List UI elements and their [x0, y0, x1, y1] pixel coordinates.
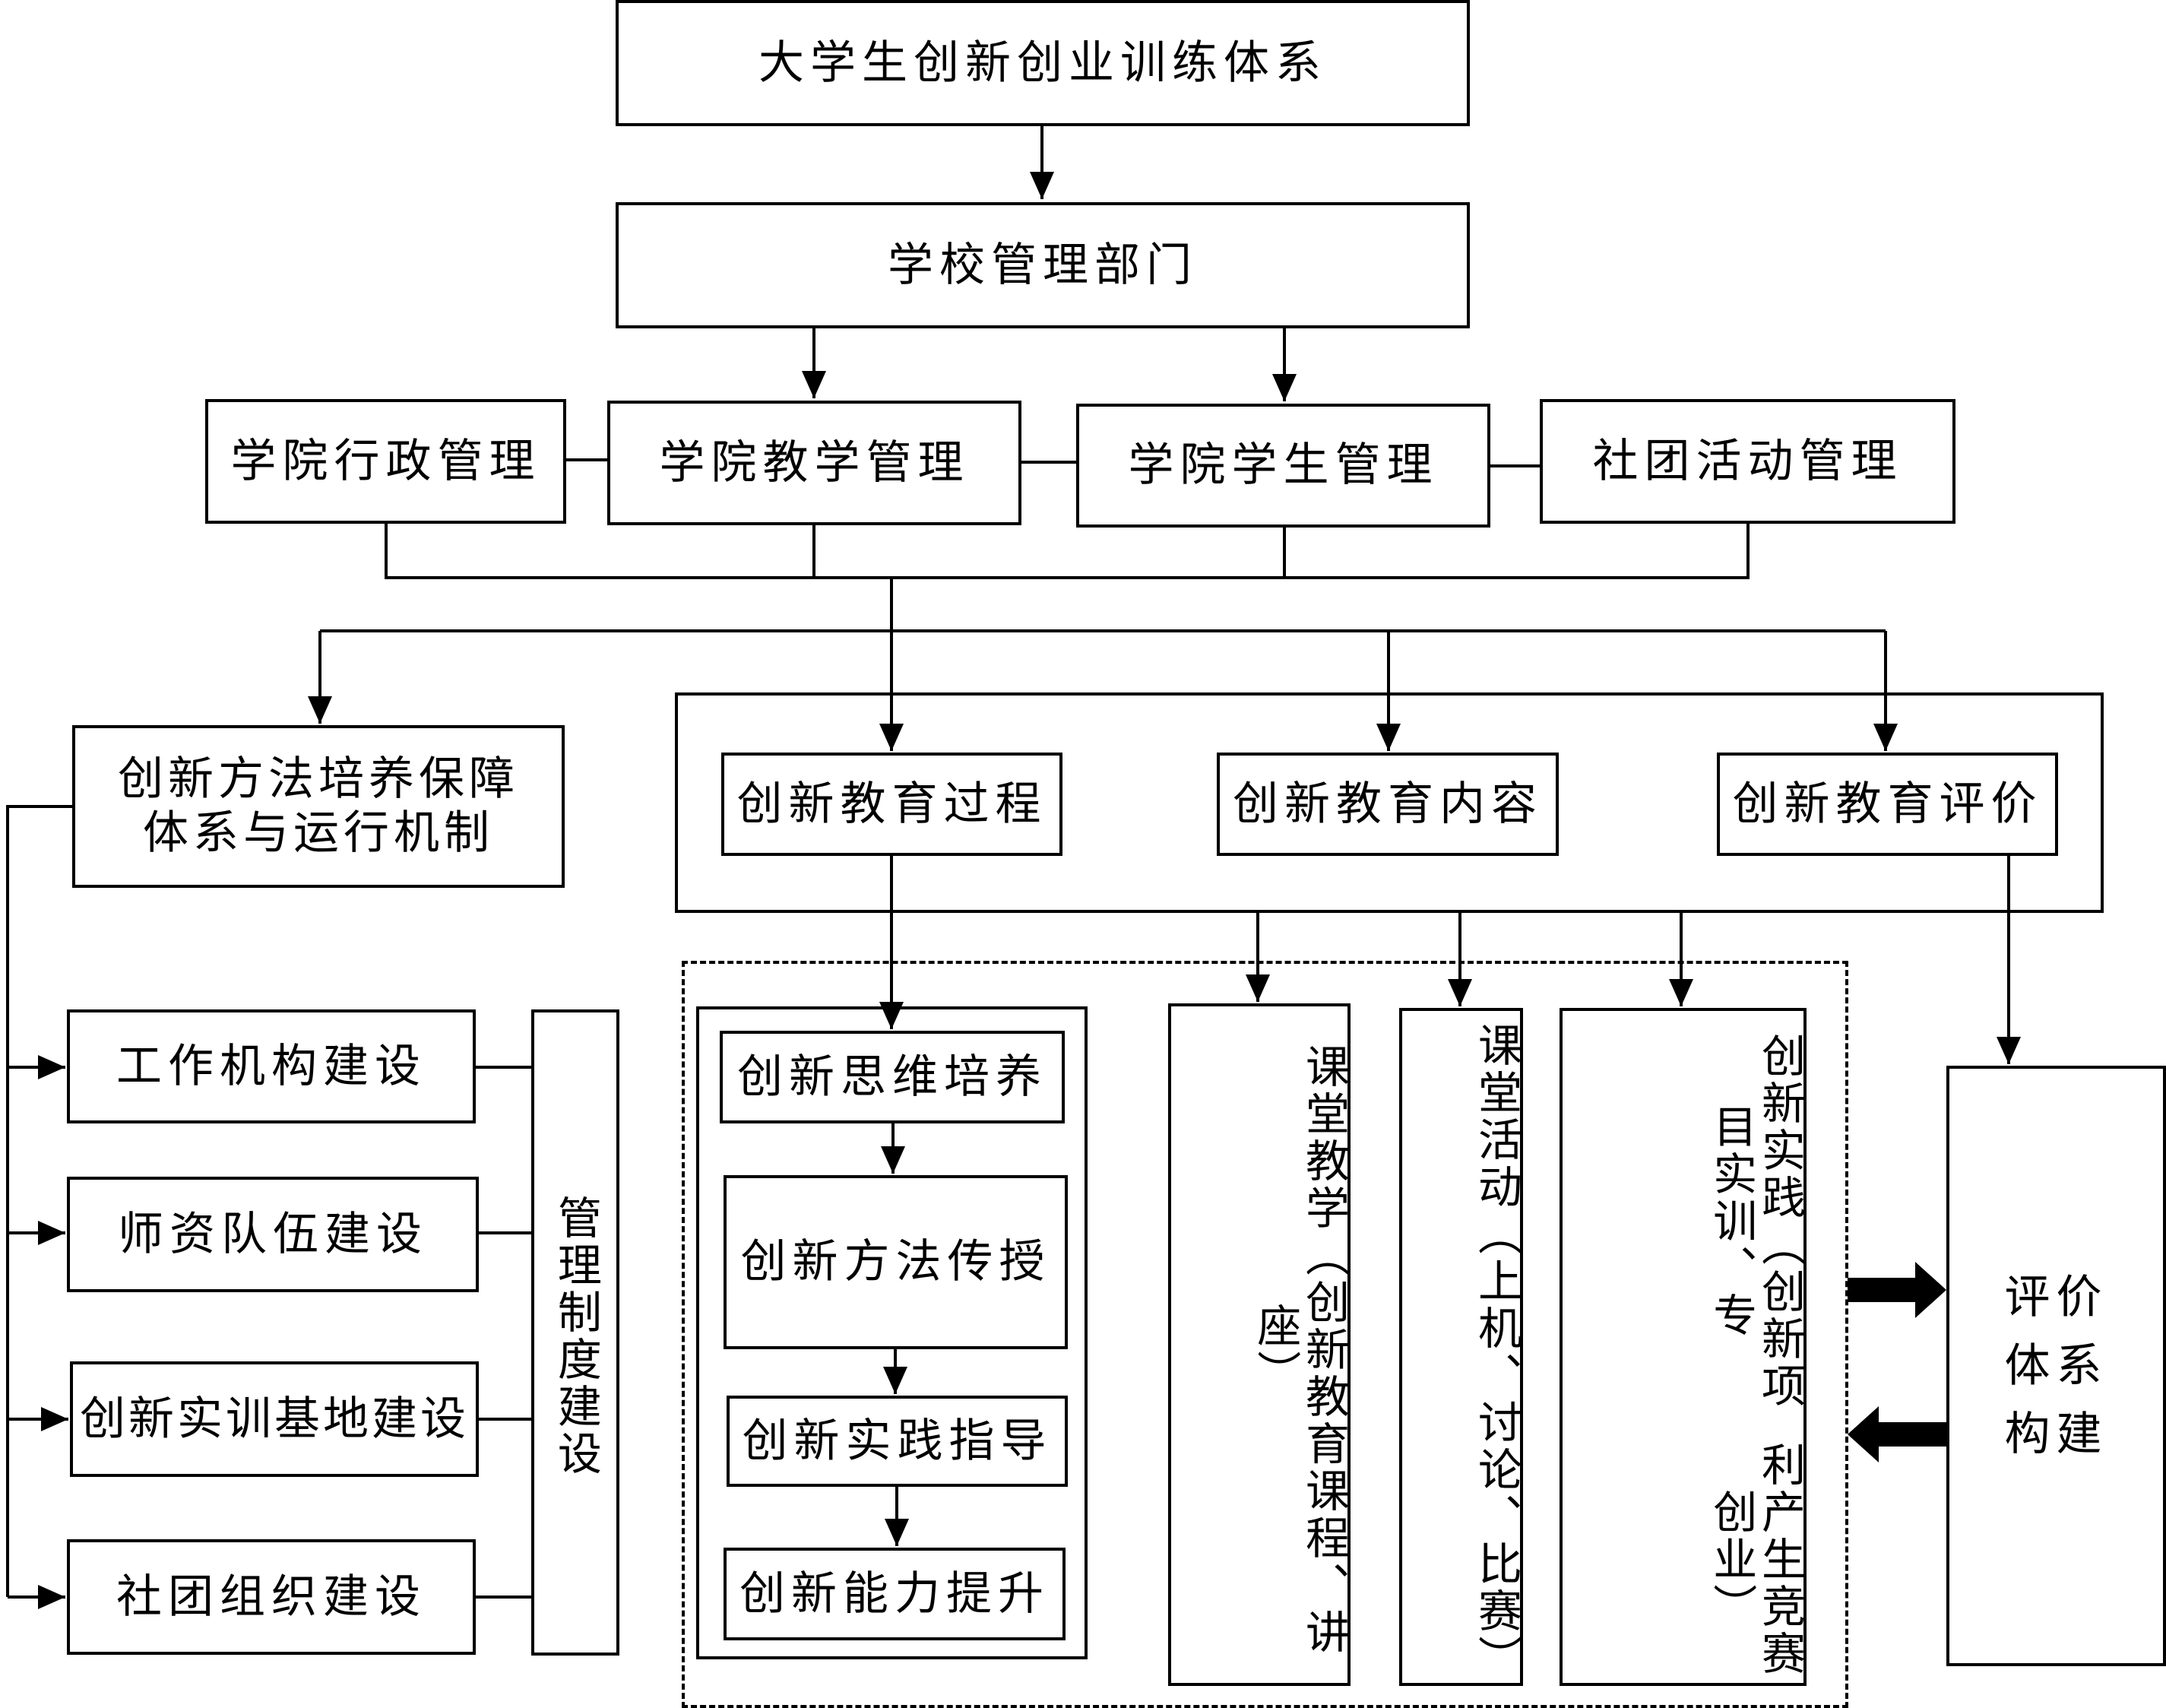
practice-text-col1: 创新实践（创新项目实训、专: [1705, 1033, 1806, 1411]
process-step-practice: 创新实践指导: [727, 1396, 1068, 1487]
evaluation-system-line3: 构建: [2004, 1408, 2108, 1461]
process-steps-frame: [696, 1006, 1088, 1659]
content-classroom-teaching: 课堂教学（创新教育课程、讲座）: [1168, 1003, 1351, 1686]
education-content-box: 创新教育内容: [1217, 753, 1559, 856]
school-management-box: 学校管理部门: [616, 202, 1470, 328]
content-classroom-activity: 课堂活动（上机、讨论、比赛）: [1399, 1008, 1523, 1686]
guarantee-item-club-organization: 社团组织建设: [67, 1539, 476, 1655]
evaluation-system-line1: 评价: [2004, 1271, 2108, 1324]
education-frame: [675, 692, 2104, 913]
thick-arrow-left: [1848, 1406, 1946, 1462]
practice-dashed-area: [682, 961, 1848, 1708]
management-system-box: 管理制度建设: [531, 1009, 619, 1656]
guarantee-label-line2: 体系与运行机制: [143, 806, 494, 860]
college-bus: [385, 523, 1750, 579]
college-teaching-box: 学院教学管理: [607, 401, 1021, 525]
college-student-box: 学院学生管理: [1076, 404, 1490, 528]
education-evaluation-box: 创新教育评价: [1717, 753, 2058, 856]
guarantee-item-teaching-staff: 师资队伍建设: [67, 1177, 479, 1292]
content-innovation-practice: 创新实践（创新项目实训、专 利产生竞赛创业）: [1560, 1008, 1807, 1686]
club-activity-box: 社团活动管理: [1540, 399, 1955, 524]
evaluation-system-line2: 体系: [2004, 1339, 2108, 1393]
college-admin-box: 学院行政管理: [205, 399, 566, 524]
thick-arrow-right: [1848, 1262, 1946, 1318]
process-step-thinking: 创新思维培养: [720, 1031, 1065, 1123]
left-spine: [6, 805, 74, 1597]
title-box: 大学生创新创业训练体系: [616, 0, 1470, 126]
practice-text-col2: 利产生竞赛创业）: [1705, 1442, 1806, 1678]
process-step-ability: 创新能力提升: [724, 1548, 1066, 1640]
guarantee-label-line1: 创新方法培养保障: [118, 753, 519, 806]
education-process-box: 创新教育过程: [721, 753, 1062, 856]
guarantee-system-box: 创新方法培养保障 体系与运行机制: [72, 725, 565, 888]
evaluation-system-box: 评价 体系 构建: [1946, 1066, 2166, 1666]
guarantee-item-training-base: 创新实训基地建设: [70, 1361, 479, 1477]
process-step-method: 创新方法传授: [724, 1175, 1068, 1349]
guarantee-item-work-organization: 工作机构建设: [67, 1009, 476, 1123]
